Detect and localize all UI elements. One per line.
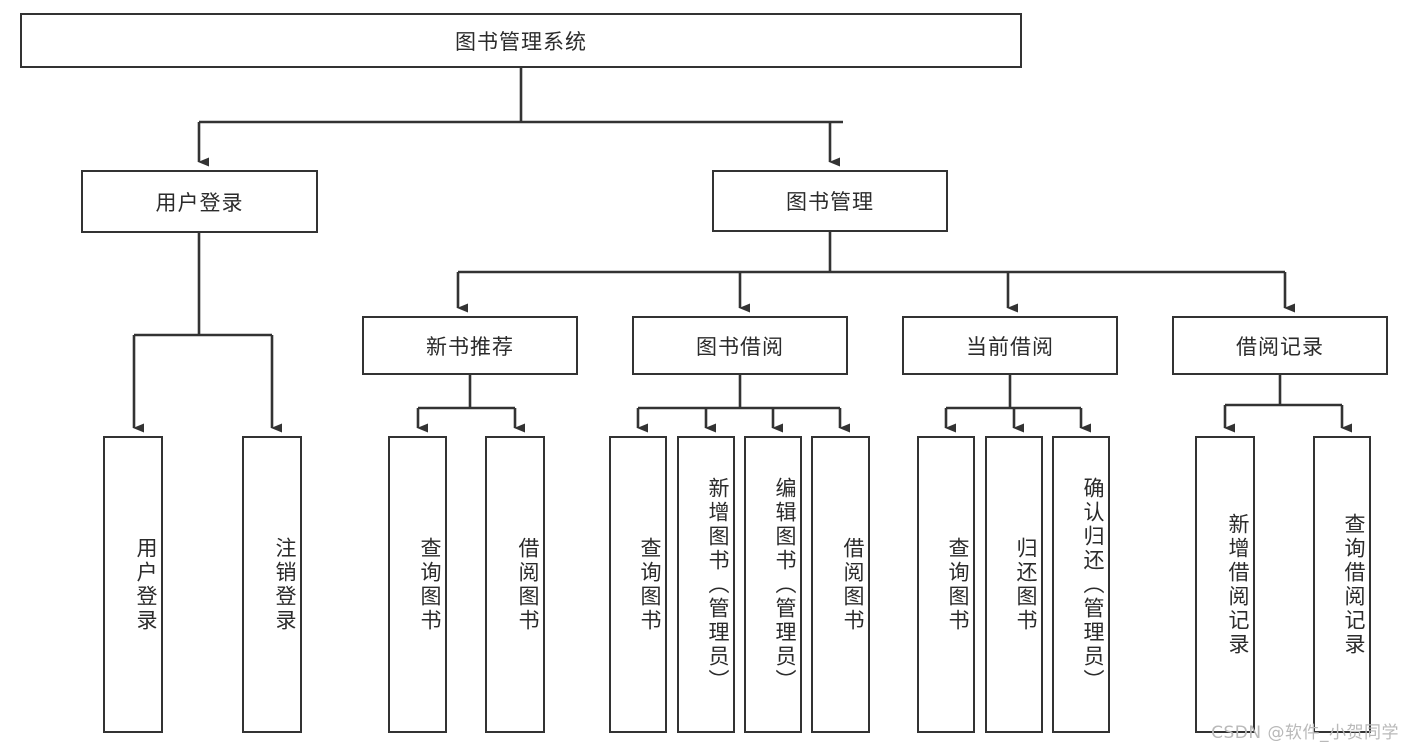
node-book-management-label: 图书管理 <box>786 190 874 214</box>
node-leaf[interactable]: 编辑图书（管理员） <box>744 436 802 733</box>
node-leaf-label: 新增图书（管理员） <box>706 476 730 693</box>
node-leaf[interactable]: 借阅图书 <box>811 436 870 733</box>
node-current-borrow-label: 当前借阅 <box>966 334 1054 359</box>
node-new-book-recommend-label: 新书推荐 <box>426 334 514 359</box>
node-leaf-label: 归还图书 <box>1014 536 1038 633</box>
node-leaf[interactable]: 查询图书 <box>388 436 447 733</box>
node-borrow-records[interactable]: 借阅记录 <box>1172 316 1388 375</box>
node-leaf-label: 查询图书 <box>946 536 970 633</box>
node-leaf-label: 查询图书 <box>418 536 442 633</box>
node-leaf-label: 查询借阅记录 <box>1342 512 1366 657</box>
node-leaf[interactable]: 注销登录 <box>242 436 302 733</box>
node-leaf-label: 查询图书 <box>638 536 662 633</box>
node-leaf[interactable]: 归还图书 <box>985 436 1043 733</box>
node-leaf[interactable]: 用户登录 <box>103 436 163 733</box>
node-leaf-label: 借阅图书 <box>516 536 540 633</box>
node-leaf-label: 新增借阅记录 <box>1226 512 1250 657</box>
node-leaf[interactable]: 查询图书 <box>609 436 667 733</box>
node-book-management[interactable]: 图书管理 <box>712 170 948 232</box>
node-leaf[interactable]: 查询借阅记录 <box>1313 436 1371 733</box>
node-leaf[interactable]: 新增借阅记录 <box>1195 436 1255 733</box>
node-leaf[interactable]: 查询图书 <box>917 436 975 733</box>
node-book-borrow[interactable]: 图书借阅 <box>632 316 848 375</box>
node-leaf-label: 确认归还（管理员） <box>1081 476 1105 693</box>
node-leaf[interactable]: 确认归还（管理员） <box>1052 436 1110 733</box>
node-user-login[interactable]: 用户登录 <box>81 170 318 233</box>
node-root-system[interactable]: 图书管理系统 <box>20 13 1022 68</box>
node-leaf-label: 编辑图书（管理员） <box>773 476 797 693</box>
node-leaf-label: 借阅图书 <box>841 536 865 633</box>
node-book-borrow-label: 图书借阅 <box>696 334 784 359</box>
node-borrow-records-label: 借阅记录 <box>1236 334 1324 359</box>
node-new-book-recommend[interactable]: 新书推荐 <box>362 316 578 375</box>
node-leaf[interactable]: 新增图书（管理员） <box>677 436 735 733</box>
node-leaf-label: 用户登录 <box>134 536 158 633</box>
node-user-login-label: 用户登录 <box>155 190 244 215</box>
node-leaf-label: 注销登录 <box>273 536 297 633</box>
node-root-label: 图书管理系统 <box>455 29 587 54</box>
node-leaf[interactable]: 借阅图书 <box>485 436 545 733</box>
node-current-borrow[interactable]: 当前借阅 <box>902 316 1118 375</box>
